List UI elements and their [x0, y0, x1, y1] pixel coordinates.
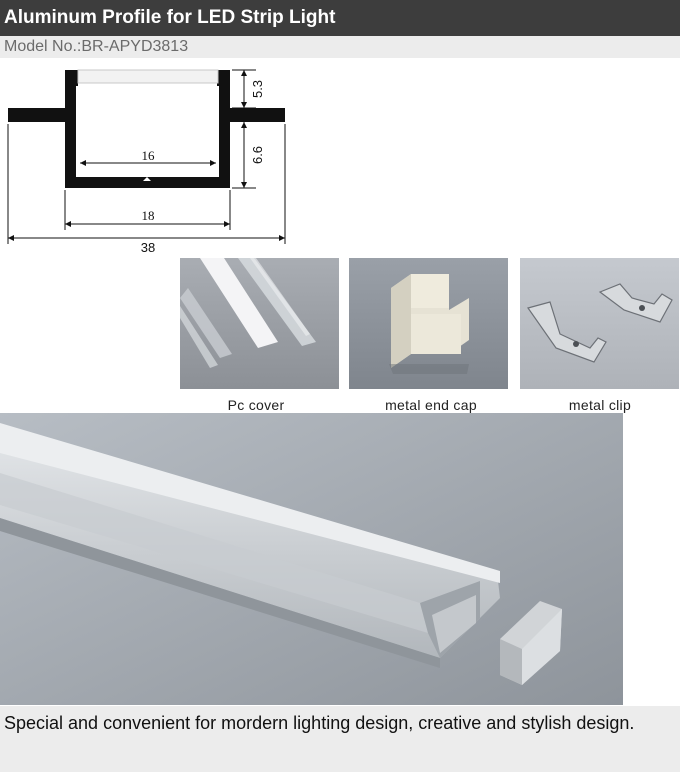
pc-cover-image — [180, 258, 339, 389]
pc-cover-label: Pc cover — [227, 397, 285, 413]
channel-depth-label: 6.6 — [250, 146, 265, 164]
page-title: Aluminum Profile for LED Strip Light — [0, 0, 680, 36]
total-width-label: 38 — [141, 240, 155, 255]
dimension-cover-height: 5.3 — [232, 69, 265, 109]
profile-outline — [8, 69, 285, 188]
cover-height-label: 5.3 — [250, 80, 265, 98]
clip-label: metal clip — [568, 397, 632, 413]
clip-image — [520, 258, 679, 389]
outer-width-label: 18 — [142, 208, 155, 223]
profile-cross-section-diagram: 16 18 38 5.3 6.6 — [7, 69, 286, 255]
model-number: Model No.:BR-APYD3813 — [0, 36, 680, 58]
dimension-channel-depth: 6.6 — [232, 122, 265, 189]
dimension-total-width: 38 — [7, 124, 286, 255]
dimension-outer-width: 18 — [64, 190, 231, 230]
dimension-inner-width: 16 — [80, 148, 216, 166]
end-cap-image — [349, 258, 508, 389]
product-photo — [0, 413, 623, 705]
product-description: Special and convenient for mordern light… — [0, 706, 680, 772]
end-cap-label: metal end cap — [385, 397, 477, 413]
inner-width-label: 16 — [142, 148, 156, 163]
